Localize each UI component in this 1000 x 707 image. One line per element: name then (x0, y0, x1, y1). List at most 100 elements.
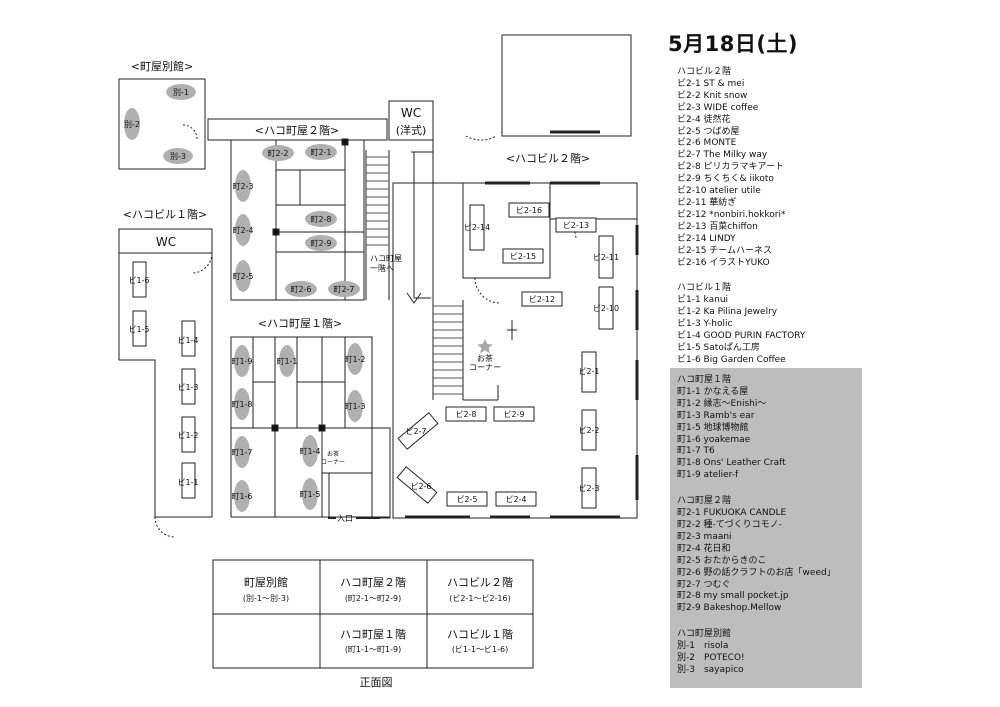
svg-text:ビ1-2: ビ1-2 (177, 431, 198, 440)
wc-western-room (388, 100, 434, 141)
booth-machi2-3[interactable]: 町2-3 (232, 170, 254, 202)
booth-bi2-2[interactable]: ビ2-2 (578, 409, 600, 451)
booth-machi1-4[interactable]: 町1-4 (299, 435, 321, 467)
booth-machi2-4[interactable]: 町2-4 (232, 214, 254, 246)
booth-bi1-2[interactable]: ビ1-2 (177, 416, 199, 453)
legend-item: 町1-7 T6 (677, 446, 715, 457)
booth-machi2-5[interactable]: 町2-5 (232, 260, 254, 292)
booth-machi2-6[interactable]: 町2-6 (285, 281, 317, 297)
booth-bi1-6[interactable]: ビ1-6 (128, 261, 150, 298)
label-machiya-bekkan: <町屋別館> (131, 59, 193, 73)
booth-machi1-1[interactable]: 町1-1 (276, 345, 298, 377)
svg-text:ビ2-9: ビ2-9 (503, 410, 524, 419)
booth-betsu-3[interactable]: 別-3 (163, 148, 193, 164)
legend-item: 町2-8 my small pocket.jp (677, 591, 789, 602)
booth-bi2-12[interactable]: ビ2-12 (521, 291, 563, 307)
star-icon (477, 339, 493, 354)
booth-bi2-4[interactable]: ビ2-4 (495, 491, 537, 507)
booth-bi2-13[interactable]: ビ2-13 (555, 217, 597, 233)
booth-machi1-7[interactable]: 町1-7 (231, 436, 253, 468)
legend-item: ビ2-10 atelier utile (677, 186, 761, 197)
svg-text:町2-5: 町2-5 (232, 272, 253, 281)
booth-machi2-8[interactable]: 町2-8 (305, 211, 337, 227)
label-wc-western-type: (洋式) (396, 123, 427, 137)
legend-item: 町1-6 yoakemae (677, 434, 751, 445)
label-tea-corner: お茶 (477, 353, 493, 363)
legend-item: 町2-7 つむぐ (677, 579, 731, 590)
booth-bi1-4[interactable]: ビ1-4 (177, 320, 199, 357)
legend-item: ビ2-1 ST & mei (677, 78, 745, 89)
svg-text:ビ2-10: ビ2-10 (593, 304, 619, 313)
legend-heading: ハコビル１階 (677, 283, 732, 294)
svg-text:町2-8: 町2-8 (310, 215, 331, 224)
label-hako-machiya-2f: <ハコ町屋２階> (255, 123, 339, 137)
booth-bi2-11[interactable]: ビ2-11 (593, 235, 619, 279)
booth-machi2-1[interactable]: 町2-1 (305, 144, 337, 160)
booth-machi1-8[interactable]: 町1-8 (231, 388, 253, 420)
legend-item: ビ1-6 Big Garden Coffee (677, 354, 786, 365)
svg-text:町1-9: 町1-9 (231, 357, 252, 366)
svg-text:ビ2-1: ビ2-1 (578, 367, 599, 376)
label-machiya-down-2: 一階へ (370, 263, 394, 273)
booth-bi1-5[interactable]: ビ1-5 (128, 310, 150, 347)
legend-item: 町2-9 Bakeshop.Mellow (677, 603, 782, 614)
booth-machi1-3[interactable]: 町1-3 (344, 390, 366, 422)
booth-machi1-5[interactable]: 町1-5 (299, 478, 321, 510)
booth-bi1-3[interactable]: ビ1-3 (177, 368, 199, 405)
legend-item: 町2-4 花日和 (677, 543, 731, 554)
booth-machi2-7[interactable]: 町2-7 (328, 281, 360, 297)
svg-text:町1-4: 町1-4 (299, 447, 320, 456)
booth-bi2-15[interactable]: ビ2-15 (502, 248, 544, 264)
svg-text:町2-4: 町2-4 (232, 226, 253, 235)
booth-bi2-6[interactable]: ビ2-6 (396, 466, 438, 504)
biru-2f-top-room (501, 34, 632, 137)
booth-bi2-9[interactable]: ビ2-9 (493, 406, 535, 422)
svg-text:町2-9: 町2-9 (310, 239, 331, 248)
legend-item: ビ1-3 Y-holic (677, 319, 733, 330)
booth-bi2-8[interactable]: ビ2-8 (445, 406, 487, 422)
booth-bi2-5[interactable]: ビ2-5 (446, 491, 488, 507)
booth-betsu-1[interactable]: 別-1 (166, 84, 196, 100)
booth-machi1-2[interactable]: 町1-2 (344, 343, 366, 375)
legend-item: ビ1-5 Satoぱん工房 (677, 342, 760, 353)
svg-text:町2-3: 町2-3 (232, 182, 253, 191)
svg-text:町1-5: 町1-5 (299, 490, 320, 499)
booth-betsu-2[interactable]: 別-2 (124, 108, 140, 140)
booth-bi2-1[interactable]: ビ2-1 (578, 351, 600, 393)
legend-heading: ハコ町屋別館 (677, 629, 732, 640)
svg-text:ビ2-12: ビ2-12 (529, 295, 555, 304)
booth-bi2-7[interactable]: ビ2-7 (397, 412, 439, 450)
label-hako-biru-2f: <ハコビル２階> (506, 151, 590, 165)
svg-text:ビ2-13: ビ2-13 (563, 221, 589, 230)
svg-text:町2-7: 町2-7 (333, 285, 354, 294)
booth-machi1-9[interactable]: 町1-9 (231, 345, 253, 377)
svg-text:町1-2: 町1-2 (344, 355, 365, 364)
booth-machi1-6[interactable]: 町1-6 (231, 480, 253, 512)
label-wc-western: WC (401, 106, 421, 120)
booth-bi2-3[interactable]: ビ2-3 (578, 467, 600, 509)
legend-item: 町1-2 縁志～Enishi～ (677, 398, 767, 409)
legend-item: 町1-8 Ons' Leather Craft (677, 458, 786, 469)
svg-text:ビ2-8: ビ2-8 (455, 410, 476, 419)
front-cell-machiya1: ハコ町屋１階 (340, 627, 406, 641)
booth-bi2-14[interactable]: ビ2-14 (464, 204, 490, 251)
booth-bi2-16[interactable]: ビ2-16 (508, 202, 550, 218)
booth-machi2-2[interactable]: 町2-2 (262, 145, 294, 161)
svg-text:ビ2-11: ビ2-11 (593, 253, 619, 262)
front-cell-machiya2-sub: (町2-1～町2-9) (345, 594, 401, 603)
legend-item: ビ2-3 WIDE coffee (677, 102, 759, 113)
front-cell-biru2-sub: (ビ2-1～ビ2-16) (449, 594, 510, 603)
svg-text:ビ2-7: ビ2-7 (405, 427, 426, 436)
legend-heading: ハコビル２階 (677, 67, 732, 77)
booth-bi2-10[interactable]: ビ2-10 (593, 286, 619, 330)
svg-text:ビ2-6: ビ2-6 (410, 482, 431, 491)
booth-machi2-9[interactable]: 町2-9 (305, 235, 337, 251)
svg-text:ビ2-14: ビ2-14 (464, 223, 490, 232)
legend-item: ビ1-1 kanui (677, 295, 729, 306)
booth-bi1-1[interactable]: ビ1-1 (177, 462, 199, 499)
front-cell-machiya1-sub: (町1-1～町1-9) (345, 645, 401, 654)
